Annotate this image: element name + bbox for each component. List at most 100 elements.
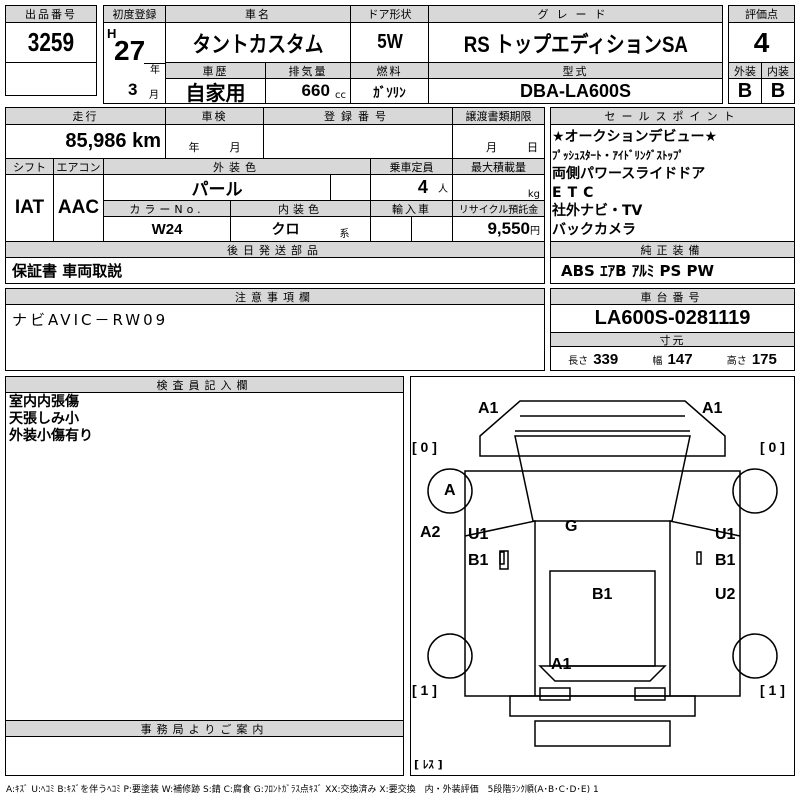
grade-label: グレード	[428, 5, 723, 23]
tail-lamp-left	[539, 687, 571, 701]
damage-mark: B1	[715, 552, 736, 569]
reg-year: 27	[114, 35, 146, 66]
later-parts: 保証書 車両取説	[5, 257, 545, 284]
color-extra	[330, 174, 371, 201]
shift: IAT	[5, 174, 54, 242]
lot-label: 出品番号	[5, 5, 97, 23]
shift-label: シフト	[5, 158, 54, 175]
exterior-label: 外装	[728, 62, 762, 79]
door-label: ドア形状	[350, 5, 429, 23]
chassis-label: 車台番号	[550, 288, 795, 305]
transfer: 月日	[452, 124, 545, 159]
office-label: 事務局よりご案内	[5, 720, 404, 737]
wheel-fl	[427, 468, 473, 514]
exterior-score: B	[728, 78, 762, 104]
damage-mark: A1	[702, 400, 723, 417]
notes: ナビAVIC－RW09	[5, 304, 545, 371]
tail-lamp-right	[634, 687, 666, 701]
inspector-line: 室内内張傷	[9, 394, 79, 410]
rear-bumper-outline	[509, 695, 696, 747]
dims-label: 寸元	[550, 332, 795, 347]
color-label: 外装色	[103, 158, 371, 175]
fuel-label: 燃料	[350, 62, 429, 79]
inspector-line: 天張しみ小	[9, 411, 79, 427]
reg-no-label: 登録番号	[263, 107, 453, 125]
month-unit: 月	[149, 90, 159, 101]
damage-mark: U1	[468, 526, 489, 543]
load: kg	[452, 174, 545, 201]
recycle-label: リサイクル預託金	[452, 200, 545, 217]
sales-item: ﾌﾟｯｼｭｽﾀｰﾄ・ｱｲﾄﾞﾘﾝｸﾞｽﾄｯﾌﾟ	[552, 148, 684, 162]
equip: ABS ｴｱB ｱﾙﾐ PS PW	[550, 257, 795, 284]
damage-mark: B1	[592, 586, 613, 603]
sales-item: 両側パワースライドドア	[552, 166, 706, 182]
interior-color: クロ系	[230, 216, 371, 242]
reg-month: 3	[128, 80, 138, 99]
rear-window	[538, 665, 667, 682]
wheel-rr	[732, 633, 778, 679]
office-box	[5, 736, 404, 776]
damage-mark: A	[444, 482, 456, 499]
history-label: 車歴	[165, 62, 266, 79]
inspector-notes: 室内内張傷 天張しみ小 外装小傷有り	[9, 394, 93, 445]
door-type: 5W	[350, 22, 429, 63]
front-bumper-outline	[479, 400, 726, 457]
import	[370, 216, 412, 242]
transfer-label: 譲渡書類期限	[452, 107, 545, 125]
dimensions: 長さ 339 幅 147 高さ 175	[550, 346, 795, 371]
sales-item: ETC	[552, 184, 600, 201]
year-unit: 年	[150, 65, 160, 76]
score: 4	[728, 22, 795, 63]
score-label: 評価点	[728, 5, 795, 23]
import-extra	[411, 216, 453, 242]
car-name: タントカスタム	[165, 22, 351, 63]
car-diagram	[427, 400, 778, 747]
inspector-label: 検査員記入欄	[5, 376, 404, 393]
grade: RS トップエディションSA	[428, 22, 723, 63]
damage-mark: U1	[715, 526, 736, 543]
era: H	[107, 26, 117, 41]
ac-label: エアコン	[53, 158, 104, 175]
damage-mark: B1	[468, 552, 489, 569]
sales-item: 社外ナビ・TV	[552, 203, 643, 219]
interior-color-label: 内装色	[230, 200, 371, 217]
color-no: W24	[103, 216, 231, 242]
mileage-label: 走行	[5, 107, 166, 125]
damage-mark: A2	[420, 524, 441, 541]
chassis-number: LA600S-0281119	[550, 304, 795, 333]
car-name-label: 車名	[165, 5, 351, 23]
damage-mark: A1	[478, 400, 499, 417]
inspection-label: 車検	[165, 107, 264, 125]
model: DBA-LA600S	[428, 78, 723, 104]
sales-label: セールスポイント	[550, 107, 795, 125]
capacity: 4 人	[370, 174, 453, 201]
wheel-fr	[732, 468, 778, 514]
first-reg: H 27 年 3 月	[103, 22, 166, 104]
displacement: 660 cc	[265, 78, 351, 104]
history: 自家用	[165, 78, 266, 104]
ac: AAC	[53, 174, 104, 242]
interior-score: B	[761, 78, 795, 104]
sales-item: バックカメラ	[552, 221, 636, 238]
color: パール	[103, 174, 331, 201]
model-label: 型式	[428, 62, 723, 79]
import-label: 輸入車	[370, 200, 453, 217]
interior-label: 内装	[761, 62, 795, 79]
tire-fr: [ 0 ]	[760, 439, 785, 455]
damage-mark: G	[565, 518, 578, 535]
sales-list: ★オークションデビュー★ ﾌﾟｯｼｭｽﾀｰﾄ・ｱｲﾄﾞﾘﾝｸﾞｽﾄｯﾌﾟ 両側パ…	[552, 128, 717, 239]
lot-empty	[5, 62, 97, 96]
color-no-label: カラーNo.	[103, 200, 231, 217]
load-label: 最大積載量	[452, 158, 545, 175]
equip-label: 純正装備	[550, 241, 795, 258]
inspection: 年月	[165, 124, 264, 159]
damage-mark: U2	[715, 586, 736, 603]
reg-no	[263, 124, 453, 159]
later-parts-label: 後日発送部品	[5, 241, 545, 258]
capacity-label: 乗車定員	[370, 158, 453, 175]
first-reg-label: 初度登録	[103, 5, 166, 23]
lot-number: 3259	[5, 22, 97, 63]
hood-lines	[515, 415, 690, 432]
damage-mark: A1	[551, 656, 572, 673]
